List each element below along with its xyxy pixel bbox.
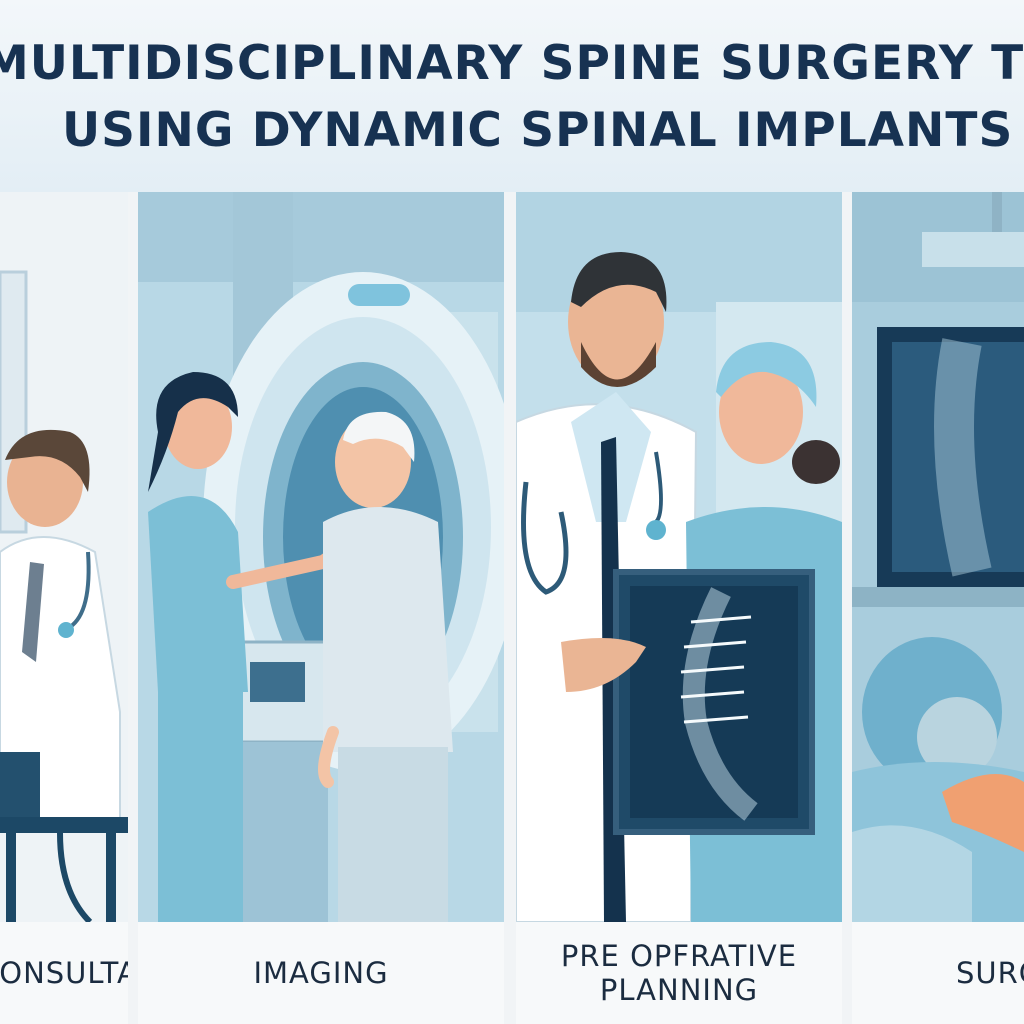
consultation-illustration xyxy=(0,192,128,922)
panel-imaging: IMAGING xyxy=(138,192,504,1024)
planning-illustration xyxy=(516,192,842,922)
panel-caption: PRE OPFRATIVE PLANNING xyxy=(560,939,798,1007)
panel-caption: SURGERY xyxy=(956,956,1024,990)
panel-surgery: SURGERY xyxy=(852,192,1024,1024)
imaging-illustration xyxy=(138,192,504,922)
panel-caption: CONSULTATION xyxy=(0,956,128,990)
surgery-illustration xyxy=(852,192,1024,922)
page-title-line-2: USING DYNAMIC SPINAL IMPLANTS xyxy=(62,103,1014,158)
panel-pre-operative-planning: PRE OPFRATIVE PLANNING xyxy=(516,192,842,1024)
panel-caption: IMAGING xyxy=(253,956,389,990)
panel-consultation: CONSULTATION xyxy=(0,192,128,1024)
header-banner: MULTIDISCIPLINARY SPINE SURGERY TEAM USI… xyxy=(0,0,1024,192)
page-title-line-1: MULTIDISCIPLINARY SPINE SURGERY TEAM xyxy=(0,36,1024,91)
panel-strip: CONSULTATION xyxy=(0,192,1024,1024)
